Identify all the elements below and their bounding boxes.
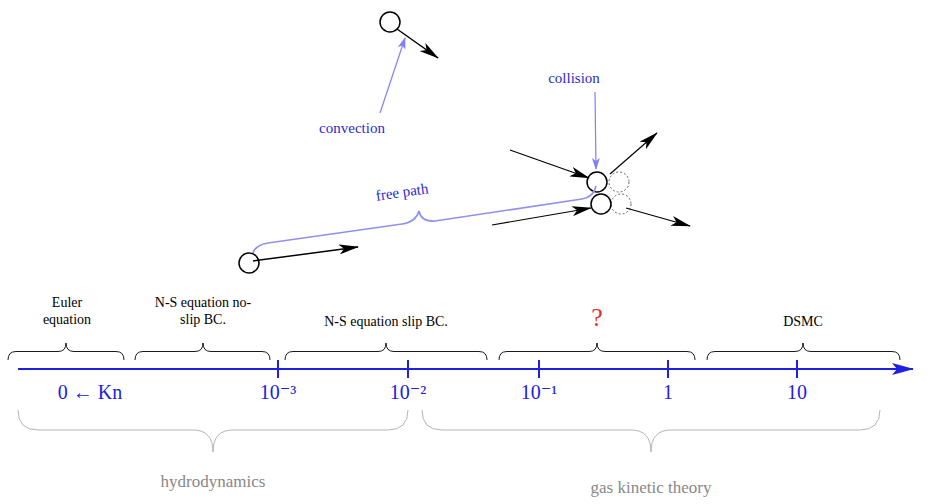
tick-label: 1 bbox=[663, 380, 673, 404]
group-label: hydrodynamics bbox=[161, 472, 266, 492]
leader-line bbox=[595, 92, 596, 169]
convection-particle bbox=[380, 12, 438, 58]
knudsen-axis bbox=[18, 360, 913, 378]
regime-label: ? bbox=[591, 302, 603, 333]
regime-label: DSMC bbox=[783, 314, 823, 331]
tick-label: 10⁻³ bbox=[260, 380, 297, 404]
theory-braces bbox=[18, 410, 880, 452]
collision-particles bbox=[492, 133, 690, 226]
tick-label: 10⁻² bbox=[390, 380, 427, 404]
callout-label: collision bbox=[548, 69, 600, 87]
tick-label: 10 bbox=[787, 380, 807, 404]
regime-braces bbox=[8, 343, 900, 360]
callout-label: convection bbox=[319, 119, 385, 137]
axis-label: 0 ← Kn bbox=[58, 380, 122, 404]
regime-label: Euler equation bbox=[36, 295, 98, 329]
regime-label: N-S equation slip BC. bbox=[324, 314, 448, 331]
leader-line bbox=[380, 38, 405, 113]
tick-label: 10⁻¹ bbox=[521, 380, 558, 404]
callout-label: free path bbox=[375, 179, 430, 204]
regime-label: N-S equation no-slip BC. bbox=[149, 295, 257, 329]
free-path-particle bbox=[239, 247, 358, 273]
group-label: gas kinetic theory bbox=[591, 478, 712, 498]
